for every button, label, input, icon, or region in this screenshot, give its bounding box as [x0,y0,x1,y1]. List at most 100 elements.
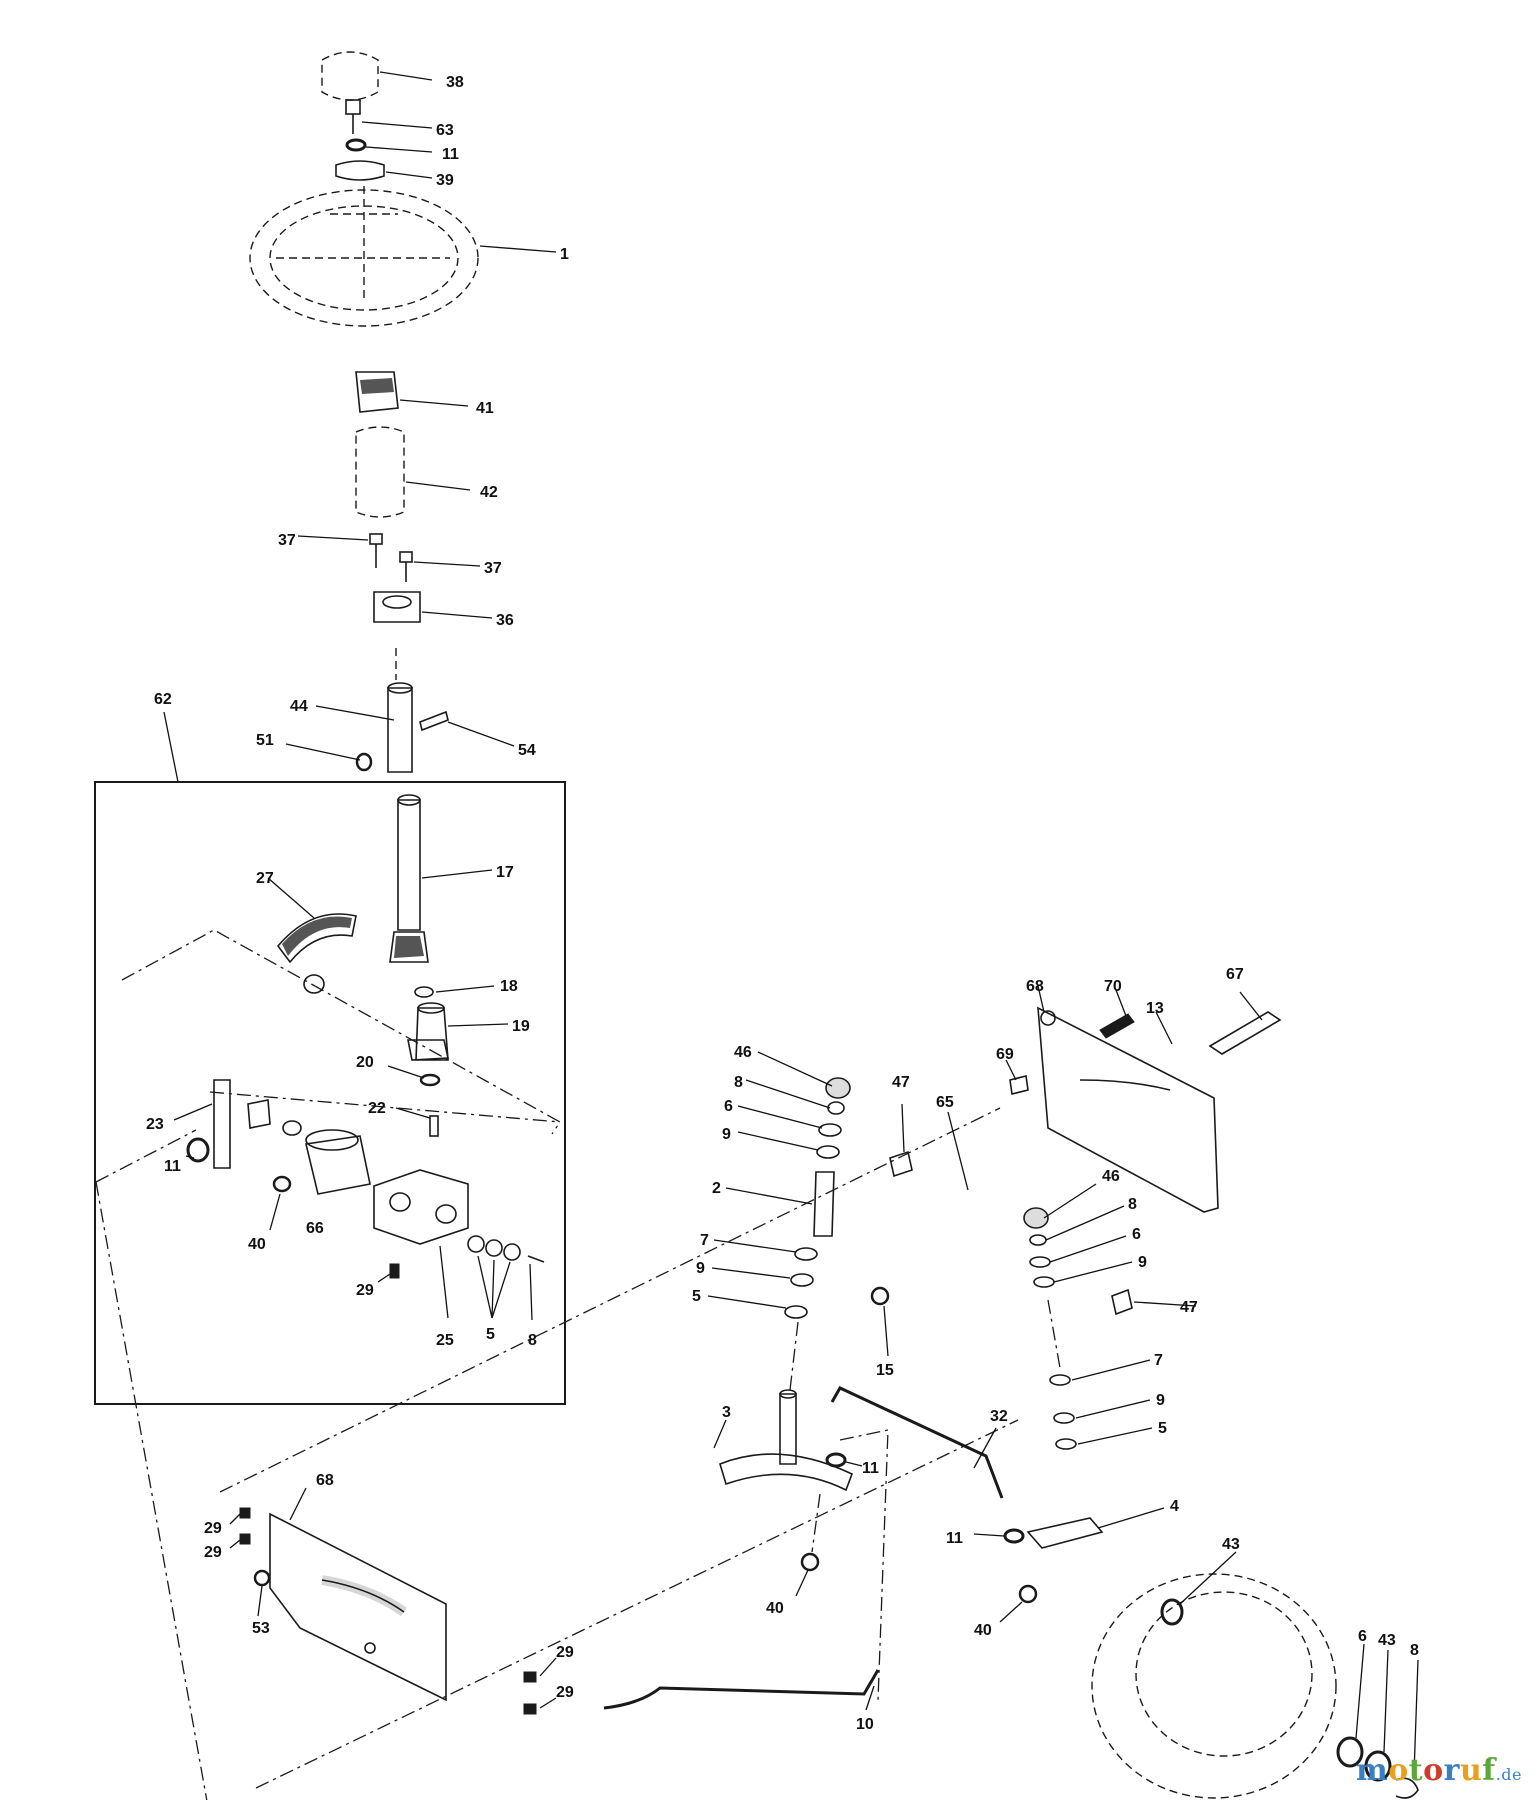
washer-11-box [185,1137,210,1163]
callout-65: 65 [936,1094,954,1111]
washer-9-center-lower [711,1267,814,1287]
washer-11-top [345,138,433,153]
callout-43: 43 [1378,1632,1396,1649]
spindle-2 [725,1171,835,1237]
callout-7: 7 [1154,1352,1163,1369]
callout-54: 54 [518,742,536,759]
site-watermark: motoruf.de [1356,1753,1522,1788]
nut-40-box [269,1175,292,1231]
screw-29-a [229,1507,251,1525]
callout-10: 10 [856,1716,874,1733]
bolt-37-right [399,551,481,582]
callout-11: 11 [862,1460,879,1477]
callout-42: 42 [480,484,498,501]
callout-17: 17 [496,864,514,881]
washer-43-outer [1364,1649,1392,1782]
washer-18 [414,985,495,998]
screw-29-box [377,1263,400,1283]
callout-68: 68 [1026,978,1044,995]
callout-29: 29 [204,1520,222,1537]
callout-5: 5 [486,1326,495,1343]
nut-47-right [1111,1288,1197,1316]
callout-5: 5 [1158,1420,1167,1437]
washer-11-spindle3 [825,1452,863,1468]
callout-27: 27 [256,870,274,887]
callout-8: 8 [734,1074,743,1091]
callout-8: 8 [1128,1196,1137,1213]
callout-70: 70 [1104,978,1122,995]
washer-20 [387,1065,441,1087]
callout-7: 7 [700,1232,709,1249]
bushing-7-right [1049,1359,1151,1386]
assembly-box-62 [94,781,566,1405]
callout-11: 11 [442,146,459,163]
ring-8-right [1029,1205,1125,1246]
hub-39 [335,160,433,181]
callout-1: 1 [560,246,569,263]
callout-6: 6 [724,1098,733,1115]
nut-40-spindle3 [795,1552,820,1597]
spacer-66 [305,1129,371,1195]
callout-19: 19 [512,1018,530,1035]
axle-bracket-68-right [1037,985,1219,1213]
callout-5: 5 [692,1288,701,1305]
callout-11: 11 [164,1158,181,1175]
callout-6: 6 [1358,1628,1367,1645]
screw-29-b [229,1533,251,1549]
washer-9-right [1033,1261,1133,1288]
screw-29-c [523,1657,557,1683]
watermark-text: motoruf [1356,1753,1496,1788]
bushing [282,1120,302,1136]
callout-23: 23 [146,1116,164,1133]
callout-66: 66 [306,1220,324,1237]
callout-37: 37 [484,560,502,577]
cap-46-right [1023,1183,1097,1229]
adapter-41 [355,371,469,413]
callout-15: 15 [876,1362,894,1379]
callout-47: 47 [1180,1299,1198,1316]
bolt-67 [1208,991,1282,1055]
callout-11: 11 [946,1530,963,1547]
bolt-54 [419,710,515,747]
spindle-4 [1026,1507,1165,1549]
nut-51 [285,743,373,772]
callout-40: 40 [974,1622,992,1639]
washer-6-wheel [1336,1643,1365,1768]
wheel [1091,1573,1337,1799]
ring-8-center [745,1079,845,1115]
washer-5-right [1055,1427,1153,1450]
callout-20: 20 [356,1054,374,1071]
callout-9: 9 [1156,1392,1165,1409]
callout-40: 40 [766,1600,784,1617]
washer-43-inner [1160,1551,1237,1626]
bushing-69 [1005,1059,1029,1095]
callout-47: 47 [892,1074,910,1091]
bracket-25 [373,1169,469,1319]
steering-wheel-1 [249,186,557,327]
bushing-cap [247,1099,271,1129]
callout-51: 51 [256,732,274,749]
callout-32: 32 [990,1408,1008,1425]
callout-2: 2 [712,1180,721,1197]
callout-labels: 38 63 11 39 1 41 42 37 37 36 62 44 51 54… [146,74,1419,1733]
bracket-36 [373,591,493,623]
callout-67: 67 [1226,966,1244,983]
screw-29-d [523,1697,557,1715]
bolt-22 [395,1107,439,1137]
label-62-leader [163,711,179,783]
callout-41: 41 [476,400,494,417]
callout-3: 3 [722,1404,731,1421]
boot-42 [355,426,471,518]
washer-5-center [707,1295,808,1319]
tie-rod-32 [830,1386,1004,1499]
callout-46: 46 [734,1044,752,1061]
washer-6-center [737,1105,842,1137]
gear-plate-23 [173,1079,231,1169]
pin-13 [1155,1011,1173,1045]
cap-46-center [757,1051,851,1099]
callout-9: 9 [696,1260,705,1277]
spindle-3 [713,1389,854,1492]
bushing-7-center [713,1239,818,1261]
spacer-15 [870,1286,890,1357]
